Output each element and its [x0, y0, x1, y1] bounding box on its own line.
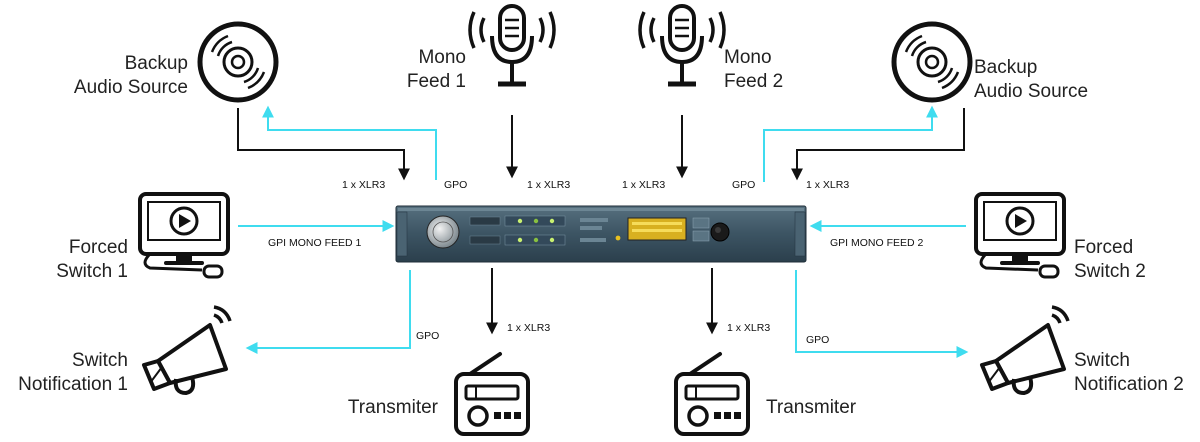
- arrow-gpo-to-backup-right: [763, 105, 938, 182]
- connection-label-gpo-bottom-left: GPO: [416, 330, 440, 342]
- microphone-icon: [468, 4, 556, 87]
- connection-label-xlr-mono2: 1 x XLR3: [622, 179, 666, 191]
- connection-label-xlr-backup-left: 1 x XLR3: [342, 179, 386, 191]
- connection-label-gpo-top-right: GPO: [732, 179, 756, 191]
- arrow-gpo-to-notify2: [795, 270, 969, 358]
- microphone-icon: [638, 4, 726, 87]
- connection-label-gpo-bottom-right: GPO: [806, 334, 830, 346]
- transmitter-2-label: Transmiter: [766, 397, 857, 418]
- computer-monitor-icon: [138, 192, 230, 279]
- audio-switcher-device: [395, 205, 807, 263]
- connection-label-gpi-mono1: GPI MONO FEED 1: [268, 237, 362, 249]
- connection-label-xlr-tx1: 1 x XLR3: [507, 322, 551, 334]
- forced-switch-2-label: Forced Switch 2: [1074, 237, 1146, 282]
- arrow-backup-left-to-device: [237, 108, 410, 181]
- transmitter-1-label: Transmiter: [347, 397, 438, 418]
- connection-label-xlr-mono1: 1 x XLR3: [527, 179, 571, 191]
- computer-monitor-icon: [974, 192, 1066, 279]
- arrow-backup-right-to-device: [791, 108, 965, 181]
- mono-feed-1-label: Mono Feed 1: [406, 47, 466, 92]
- switch-notification-2-label: Switch Notification 2: [1074, 350, 1184, 395]
- backup-audio-source-right-label: Backup Audio Source: [974, 57, 1089, 102]
- cd-disc-icon: [197, 21, 279, 103]
- backup-audio-source-left-label: Backup Audio Source: [73, 53, 188, 98]
- connection-label-xlr-tx2: 1 x XLR3: [727, 322, 771, 334]
- connection-label-gpi-mono2: GPI MONO FEED 2: [830, 237, 924, 249]
- connection-label-gpo-top-left: GPO: [444, 179, 468, 191]
- mono-feed-2-label: Mono Feed 2: [724, 47, 784, 92]
- device-logo-knob-icon: [426, 215, 460, 249]
- connection-label-xlr-backup-right: 1 x XLR3: [806, 179, 850, 191]
- forced-switch-1-label: Forced Switch 1: [56, 237, 128, 282]
- cd-disc-icon: [891, 21, 973, 103]
- radio-icon: [454, 352, 530, 436]
- megaphone-icon: [980, 305, 1070, 396]
- switch-notification-1-label: Switch Notification 1: [18, 350, 128, 395]
- radio-icon: [674, 352, 750, 436]
- megaphone-icon: [142, 305, 232, 396]
- arrow-gpo-to-notify1: [245, 270, 411, 354]
- arrow-gpo-to-backup-left: [262, 105, 437, 180]
